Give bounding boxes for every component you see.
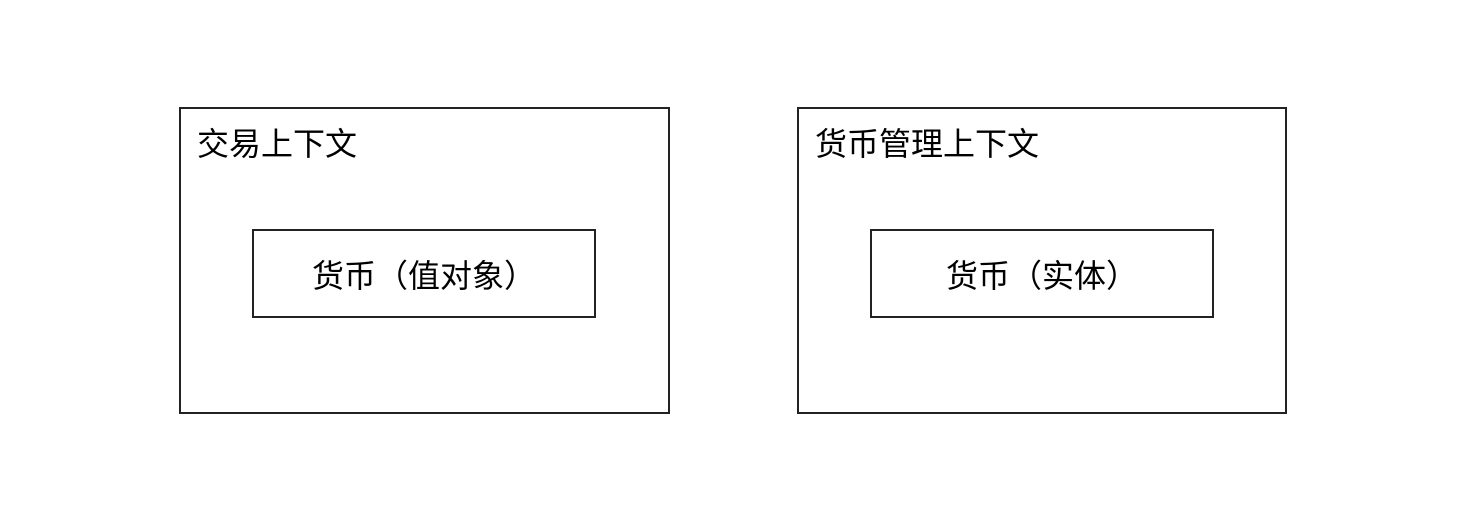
context-title: 货币管理上下文: [815, 125, 1040, 163]
currency-value-object-box: 货币（值对象）: [252, 229, 596, 318]
trading-context-box: 交易上下文: [179, 107, 670, 414]
currency-management-context-box: 货币管理上下文: [797, 107, 1287, 414]
currency-entity-box: 货币（实体）: [870, 229, 1214, 318]
context-title: 交易上下文: [197, 125, 358, 163]
